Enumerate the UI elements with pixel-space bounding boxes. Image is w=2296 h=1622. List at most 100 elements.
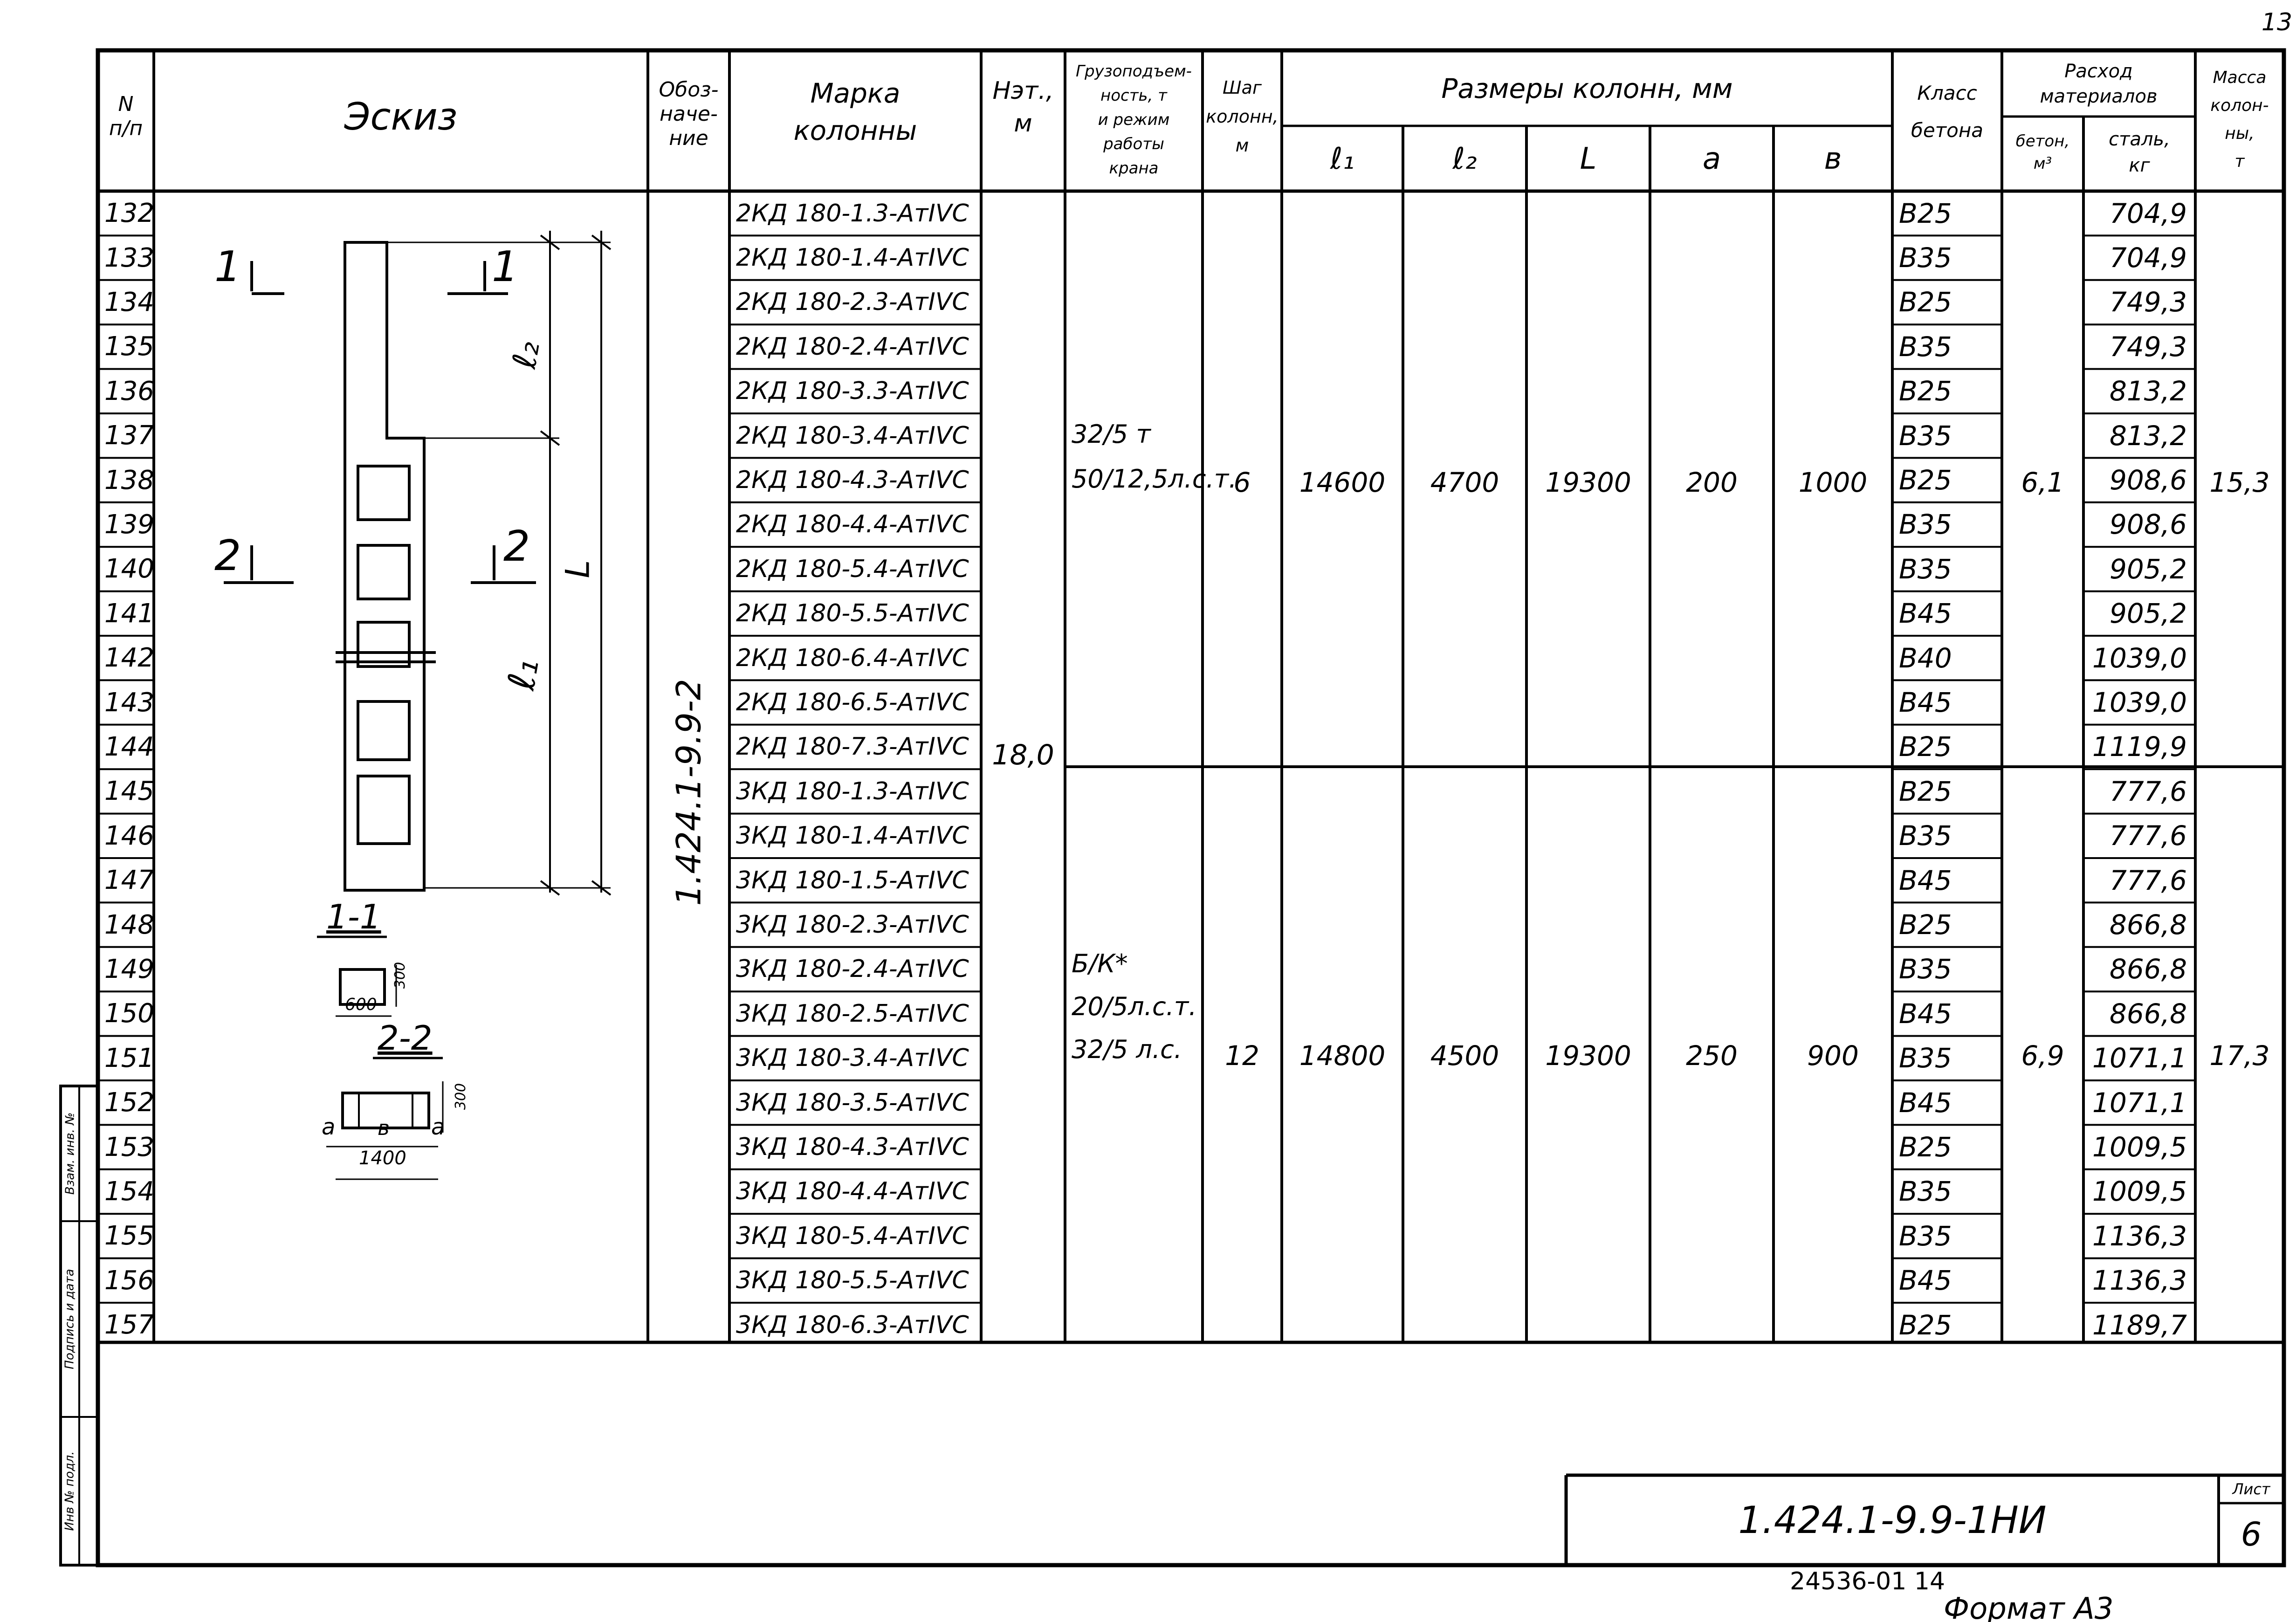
group2-b: 900 — [1807, 1040, 1859, 1072]
group1-mass: 15,3 — [2209, 467, 2270, 498]
header-mark: Марка колонны — [729, 61, 981, 163]
row-concrete-class: В25 — [1899, 1309, 1952, 1341]
row-mark: 3КД 180-2.5-АтIVC — [736, 999, 969, 1028]
section-1-1-label: 1-1 — [326, 897, 381, 936]
header-mass-line2: колон- — [2210, 96, 2269, 115]
row-steel: 1009,5 — [2092, 1131, 2187, 1163]
group1-l1: 14600 — [1299, 467, 1386, 498]
row-number: 134 — [104, 287, 154, 317]
header-capacity-line2: ность, т — [1100, 86, 1167, 105]
stamp-inv-podl: Инв № подл. — [61, 1417, 79, 1565]
row-steel: 813,2 — [2109, 419, 2187, 452]
group1-b: 1000 — [1798, 467, 1868, 498]
stamp-inv-podl-text: Инв № подл. — [63, 1451, 77, 1531]
row-steel: 777,6 — [2109, 820, 2187, 852]
header-class-line1: Класс — [1917, 82, 1977, 104]
header-mat-concrete-line2: м³ — [2033, 154, 2052, 173]
stamp-signature: Подпись и дата — [61, 1221, 79, 1417]
group2-mass: 17,3 — [2209, 1040, 2270, 1072]
row-mark: 2КД 180-2.4-АтIVC — [736, 332, 969, 361]
row-number: 144 — [104, 731, 154, 762]
header-step-line3: м — [1235, 135, 1249, 156]
header-concrete-class: Класс бетона — [1892, 61, 2002, 163]
section-2-2-label: 2-2 — [378, 1018, 433, 1058]
footer-format: Формат А3 — [1944, 1592, 2114, 1622]
section-2-2-a-left: a — [322, 1114, 336, 1140]
row-steel: 704,9 — [2109, 242, 2187, 274]
row-number: 143 — [104, 687, 154, 718]
row-mark: 2КД 180-6.5-АтIVC — [736, 688, 969, 717]
group2-concrete: 6,9 — [2021, 1040, 2064, 1072]
sketch-L-label: L — [558, 560, 597, 578]
row-number: 139 — [104, 509, 154, 540]
row-steel: 813,2 — [2109, 375, 2187, 407]
header-class-line2: бетона — [1911, 119, 1984, 142]
group1-concrete: 6,1 — [2021, 467, 2064, 498]
sheet-number: 6 — [2241, 1515, 2262, 1553]
row-mark: 2КД 180-5.5-АтIVC — [736, 599, 969, 628]
group1-l2: 4700 — [1430, 467, 1499, 498]
row-steel: 908,6 — [2109, 464, 2187, 496]
row-steel: 1071,1 — [2092, 1042, 2187, 1074]
header-mat-concrete: бетон, м³ — [2002, 117, 2083, 187]
document-code: 1.424.1-9.9-1НИ — [1738, 1498, 2047, 1542]
header-step: Шаг колонн, м — [1203, 56, 1282, 177]
stamp-signature-text: Подпись и дата — [63, 1269, 77, 1369]
header-mass-line3: ны, — [2225, 124, 2255, 143]
row-mark: 2КД 180-1.4-АтIVC — [736, 244, 969, 272]
row-number: 133 — [104, 242, 154, 273]
header-dim-l2: ℓ₂ — [1452, 142, 1477, 176]
header-designation-line2: наче- — [660, 102, 718, 126]
cut-label-2-right: 2 — [503, 522, 530, 571]
row-number: 147 — [104, 865, 154, 896]
row-number: 146 — [104, 820, 154, 851]
designation-cell: 1.424.1-9.9-2 — [648, 606, 729, 979]
row-number: 151 — [104, 1043, 154, 1073]
row-mark: 3КД 180-1.5-АтIVC — [736, 866, 969, 894]
header-dim-l1: ℓ₁ — [1330, 142, 1355, 176]
row-concrete-class: В45 — [1899, 997, 1952, 1030]
row-steel: 749,3 — [2109, 286, 2187, 318]
row-concrete-class: В45 — [1899, 598, 1952, 630]
section-2-2-b: в — [378, 1116, 390, 1140]
group2-l1: 14800 — [1299, 1040, 1386, 1072]
header-designation-line1: Обоз- — [659, 78, 719, 102]
row-steel: 704,9 — [2109, 197, 2187, 229]
row-number: 132 — [104, 198, 154, 229]
row-mark: 2КД 180-6.4-АтIVC — [736, 644, 969, 672]
row-mark: 3КД 180-2.3-АтIVC — [736, 911, 969, 939]
header-materials-line1: Расход — [2064, 60, 2133, 82]
row-mark: 3КД 180-1.4-АтIVC — [736, 822, 969, 850]
row-concrete-class: В25 — [1899, 375, 1952, 407]
row-number: 153 — [104, 1132, 154, 1162]
row-concrete-class: В25 — [1899, 464, 1952, 496]
designation-value: 1.424.1-9.9-2 — [669, 679, 708, 906]
header-mat-concrete-line1: бетон, — [2015, 132, 2070, 151]
row-concrete-class: В25 — [1899, 286, 1952, 318]
group1-capacity-line1: 32/5 т — [1072, 419, 1151, 449]
row-number: 149 — [104, 954, 154, 984]
row-mark: 2КД 180-7.3-АтIVC — [736, 733, 969, 761]
row-mark: 2КД 180-2.3-АтIVC — [736, 288, 969, 316]
header-num: N п/п — [100, 70, 151, 163]
header-height-line1: Нэт., — [992, 77, 1054, 105]
header-height-line2: м — [1014, 110, 1032, 137]
section-2-2-a-right: a — [431, 1114, 445, 1140]
row-number: 136 — [104, 376, 154, 406]
row-steel: 1119,9 — [2092, 731, 2187, 763]
header-capacity-line4: работы — [1103, 135, 1164, 153]
header-designation: Обоз- наче- ние — [648, 61, 729, 168]
row-concrete-class: В25 — [1899, 197, 1952, 229]
header-sketch: Эскиз — [344, 95, 458, 138]
group1-capacity-line2: 50/12,5л.с.т. — [1072, 464, 1237, 494]
header-mark-line2: колонны — [793, 115, 917, 146]
sheet-label: Лист — [2232, 1480, 2270, 1498]
row-mark: 2КД 180-3.3-АтIVC — [736, 377, 969, 406]
row-steel: 777,6 — [2109, 775, 2187, 807]
header-mat-steel-line1: сталь, — [2109, 129, 2170, 150]
header-capacity-line3: и режим — [1098, 110, 1170, 129]
header-step-line2: колонн, — [1206, 106, 1279, 127]
row-mark: 2КД 180-5.4-АтIVC — [736, 555, 969, 583]
row-number: 156 — [104, 1265, 154, 1296]
column-sketch — [224, 231, 612, 1180]
